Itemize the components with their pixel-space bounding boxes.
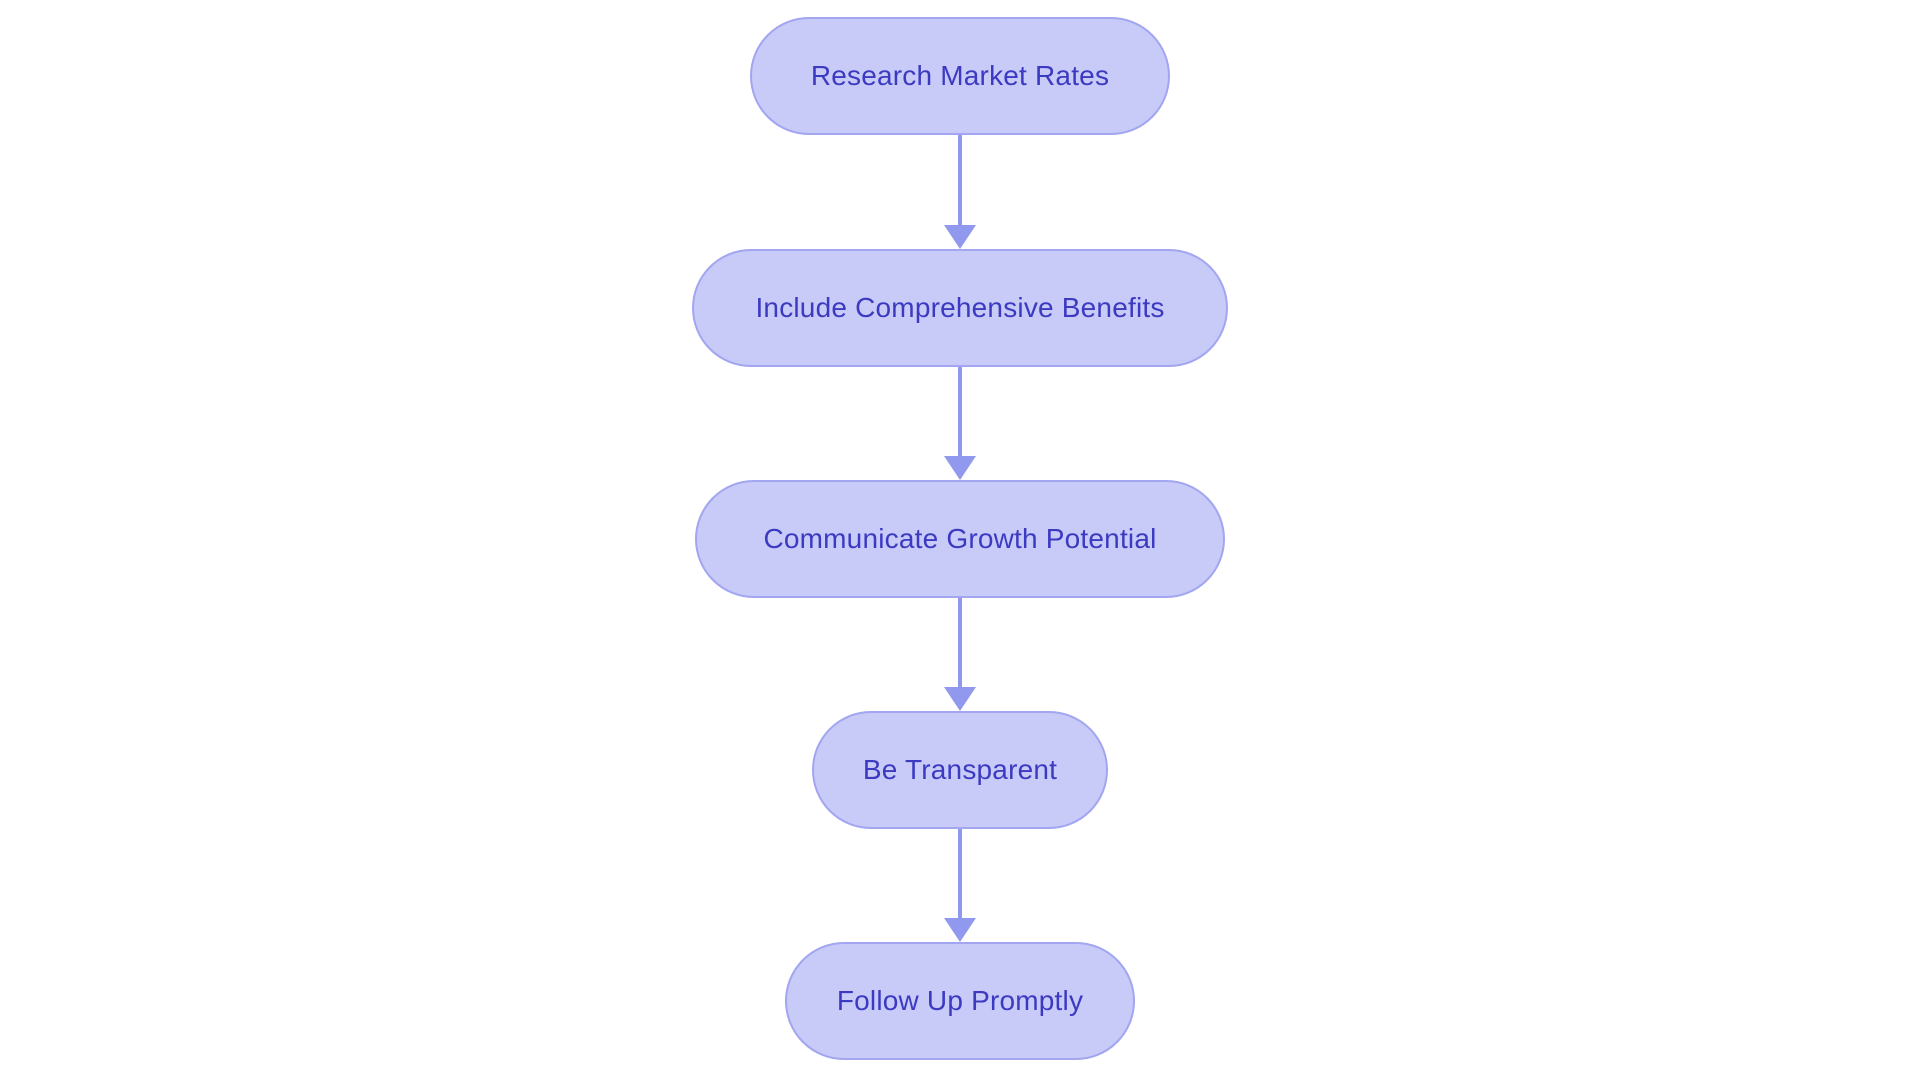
flow-node-label: Be Transparent: [862, 754, 1058, 785]
flow-arrow-4: [944, 829, 976, 942]
arrowhead-down-icon: [944, 456, 976, 480]
flow-arrow-1: [944, 135, 976, 249]
flow-arrow-3: [944, 598, 976, 711]
flow-node-label: Research Market Rates: [810, 60, 1110, 91]
flow-node-communicate-growth-potential: Communicate Growth Potential: [695, 480, 1225, 598]
arrowhead-down-icon: [944, 918, 976, 942]
flow-node-follow-up-promptly: Follow Up Promptly: [785, 942, 1135, 1060]
arrow-shaft: [958, 598, 962, 689]
flow-node-include-comprehensive-benefits: Include Comprehensive Benefits: [692, 249, 1228, 367]
flow-node-research-market-rates: Research Market Rates: [750, 17, 1170, 135]
flow-node-be-transparent: Be Transparent: [812, 711, 1108, 829]
arrow-shaft: [958, 829, 962, 920]
arrow-shaft: [958, 367, 962, 458]
flow-node-label: Communicate Growth Potential: [763, 523, 1157, 554]
arrowhead-down-icon: [944, 225, 976, 249]
flow-node-label: Follow Up Promptly: [836, 985, 1084, 1016]
flow-node-label: Include Comprehensive Benefits: [755, 292, 1165, 323]
flow-arrow-2: [944, 367, 976, 480]
arrow-shaft: [958, 135, 962, 227]
arrowhead-down-icon: [944, 687, 976, 711]
